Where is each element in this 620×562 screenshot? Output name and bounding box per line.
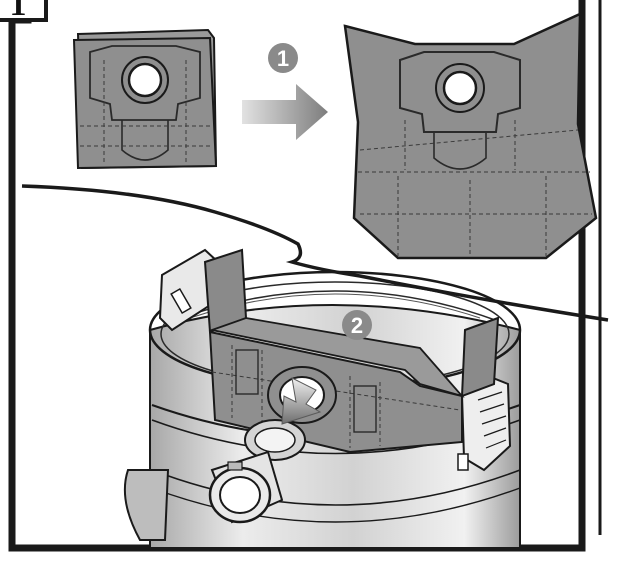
right-arrow-icon bbox=[242, 84, 328, 140]
panel-separator-line bbox=[21, 184, 609, 322]
vacuum-inlet-port bbox=[244, 419, 306, 461]
step-number: 1 bbox=[10, 0, 27, 23]
callout-1: 1 bbox=[268, 43, 298, 73]
step-number-box: 1 bbox=[0, 0, 48, 23]
hose-connector bbox=[208, 450, 284, 524]
callout-2: 2 bbox=[342, 310, 372, 340]
unfolded-filter-bag bbox=[343, 12, 598, 260]
callout-1-label: 1 bbox=[277, 46, 289, 71]
callout-2-label: 2 bbox=[351, 313, 363, 338]
folded-filter-bag bbox=[72, 28, 218, 170]
down-arrow-icon bbox=[281, 377, 322, 425]
